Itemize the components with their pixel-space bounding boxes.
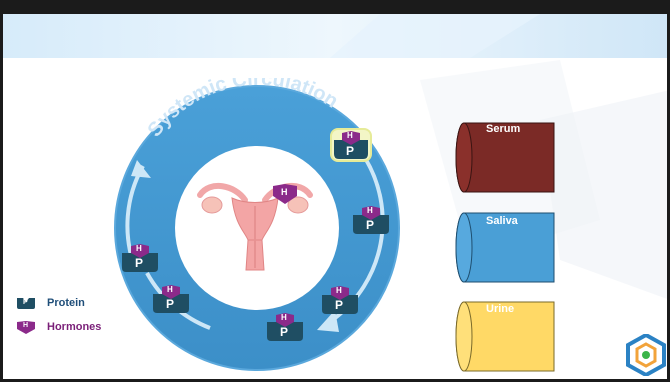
serum-label: Serum (486, 123, 520, 135)
legend-protein-label: Protein (47, 297, 85, 309)
circle-title: Systemic Circulation (143, 78, 341, 141)
protein-hormone-complex: H P (152, 284, 190, 319)
protein-hormone-complex: H P (266, 312, 304, 347)
protein-letter: P (135, 256, 143, 270)
hormone-letter: H (281, 313, 287, 322)
logo-icon (626, 334, 666, 376)
svg-text:Systemic Circulation: Systemic Circulation (143, 78, 341, 141)
sample-tube-serum: Serum (454, 122, 556, 199)
protein-letter: P (335, 298, 343, 312)
protein-letter: P (280, 325, 288, 339)
protein-hormone-complex-highlight: H P (330, 128, 372, 167)
uterus-icon (190, 170, 320, 275)
urine-label: Urine (486, 303, 514, 315)
protein-letter: P (166, 297, 174, 311)
sample-tube-urine: Urine (454, 301, 556, 378)
protein-hormone-complex: H P (121, 243, 159, 278)
protein-letter: P (346, 144, 354, 158)
legend-hormone-label: Hormones (47, 321, 101, 333)
hormone-letter: H (336, 286, 342, 295)
legend-hormone-letter: H (23, 322, 28, 329)
hormone-letter: H (136, 244, 142, 253)
legend-item-hormone: H Hormones (16, 320, 36, 340)
hormone-letter: H (367, 206, 373, 215)
sample-tube-saliva: Saliva (454, 212, 556, 289)
legend-item-protein: P Protein (16, 296, 36, 315)
hormone-letter: H (167, 285, 173, 294)
protein-letter: P (366, 218, 374, 232)
saliva-label: Saliva (486, 215, 518, 227)
hormone-marker: H (272, 183, 298, 210)
protein-hormone-complex: H P (321, 285, 359, 320)
protein-hormone-complex: H P (352, 205, 390, 240)
legend-protein-letter: P (23, 299, 28, 306)
hormone-letter: H (281, 187, 288, 197)
hormone-letter: H (347, 131, 353, 140)
